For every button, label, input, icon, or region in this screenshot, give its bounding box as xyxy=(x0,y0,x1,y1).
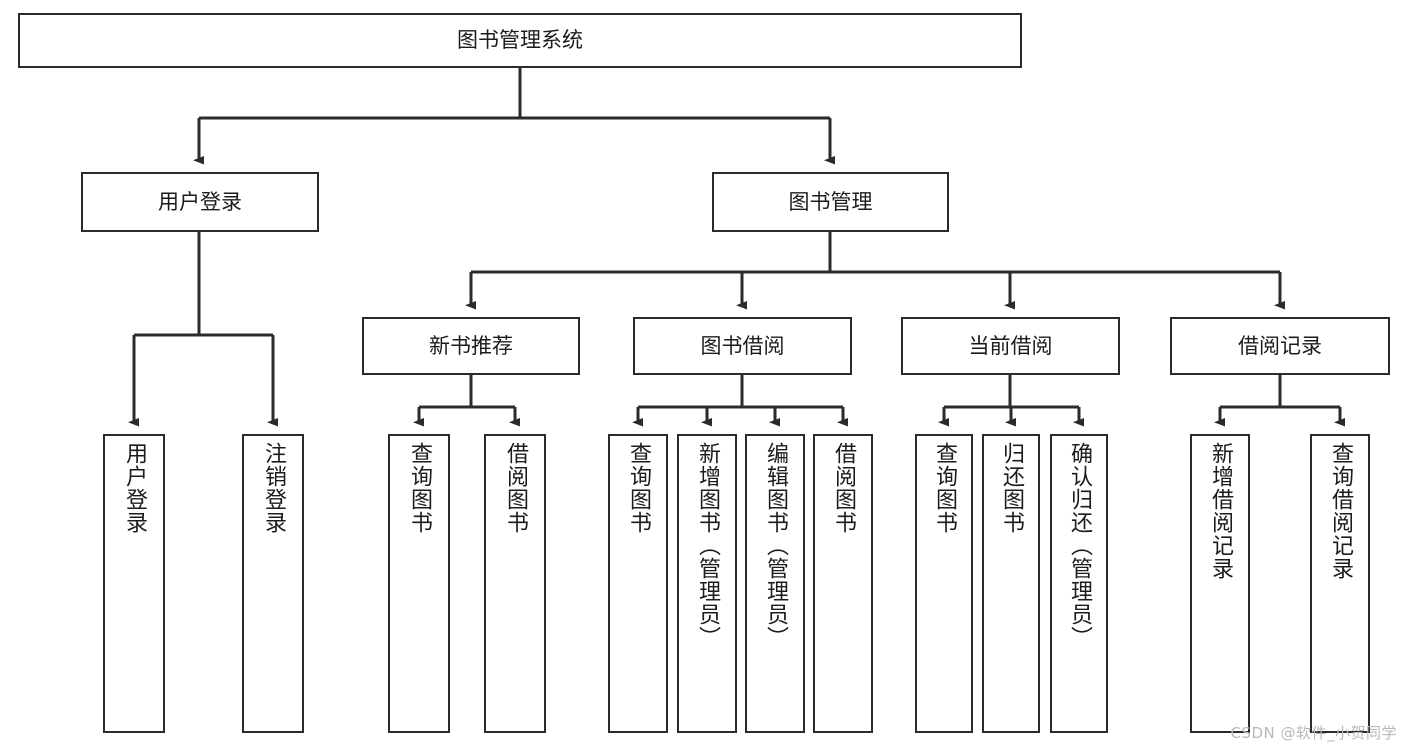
leaf-confirm-return-label: 确认归还（管理员） xyxy=(1067,442,1092,649)
leaf-add-record[interactable]: 新增借阅记录 xyxy=(1190,434,1250,733)
leaf-user-login-label: 用户登录 xyxy=(122,442,147,534)
leaf-borrow-book-label: 借阅图书 xyxy=(831,442,856,534)
node-new-book-rec[interactable]: 新书推荐 xyxy=(362,317,580,375)
csdn-watermark: CSDN @软件_小贺同学 xyxy=(1230,724,1397,742)
leaf-query-book-borrow[interactable]: 查询图书 xyxy=(608,434,668,733)
node-book-manage-label: 图书管理 xyxy=(788,189,873,214)
node-book-manage[interactable]: 图书管理 xyxy=(712,172,949,232)
leaf-logout-label: 注销登录 xyxy=(261,442,286,534)
leaf-user-login[interactable]: 用户登录 xyxy=(103,434,165,733)
leaf-query-book-cur[interactable]: 查询图书 xyxy=(915,434,973,733)
leaf-add-book[interactable]: 新增图书（管理员） xyxy=(677,434,737,733)
leaf-return-book-label: 归还图书 xyxy=(999,442,1024,534)
node-root[interactable]: 图书管理系统 xyxy=(18,13,1022,68)
leaf-borrow-book[interactable]: 借阅图书 xyxy=(813,434,873,733)
leaf-edit-book[interactable]: 编辑图书（管理员） xyxy=(745,434,805,733)
leaf-query-book-borrow-label: 查询图书 xyxy=(626,442,651,534)
leaf-borrow-book-rec-label: 借阅图书 xyxy=(503,442,528,534)
leaf-add-book-label: 新增图书（管理员） xyxy=(695,442,720,649)
leaf-borrow-book-rec[interactable]: 借阅图书 xyxy=(484,434,546,733)
leaf-add-record-label: 新增借阅记录 xyxy=(1208,442,1233,580)
leaf-query-record[interactable]: 查询借阅记录 xyxy=(1310,434,1370,733)
leaf-edit-book-label: 编辑图书（管理员） xyxy=(763,442,788,649)
leaf-return-book[interactable]: 归还图书 xyxy=(982,434,1040,733)
node-user-login-label: 用户登录 xyxy=(158,189,242,214)
leaf-query-record-label: 查询借阅记录 xyxy=(1328,442,1353,580)
leaf-query-book-rec[interactable]: 查询图书 xyxy=(388,434,450,733)
node-book-borrow-label: 图书借阅 xyxy=(700,333,785,358)
node-new-book-rec-label: 新书推荐 xyxy=(429,333,513,358)
node-borrow-record-label: 借阅记录 xyxy=(1238,333,1322,358)
node-user-login[interactable]: 用户登录 xyxy=(81,172,319,232)
leaf-confirm-return[interactable]: 确认归还（管理员） xyxy=(1050,434,1108,733)
node-book-borrow[interactable]: 图书借阅 xyxy=(633,317,852,375)
node-current-borrow[interactable]: 当前借阅 xyxy=(901,317,1120,375)
node-borrow-record[interactable]: 借阅记录 xyxy=(1170,317,1390,375)
leaf-query-book-rec-label: 查询图书 xyxy=(407,442,432,534)
leaf-logout[interactable]: 注销登录 xyxy=(242,434,304,733)
node-root-label: 图书管理系统 xyxy=(457,28,583,53)
node-current-borrow-label: 当前借阅 xyxy=(968,333,1053,358)
leaf-query-book-cur-label: 查询图书 xyxy=(932,442,957,534)
